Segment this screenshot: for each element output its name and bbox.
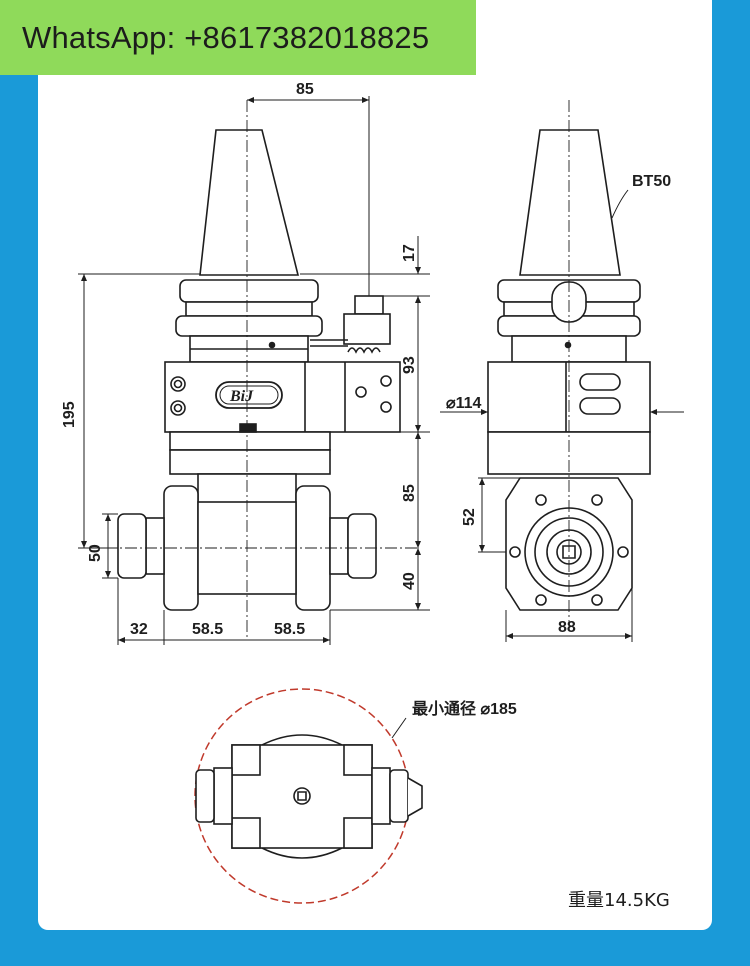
dim-collet-len: 32	[130, 621, 148, 638]
dim-spindle-offset: 40	[401, 572, 418, 590]
front-dimension-lines	[78, 96, 430, 645]
dim-housing-height: 93	[401, 356, 418, 374]
clearance-label: 最小通径 ⌀185	[412, 699, 517, 718]
weight-label: 重量14.5KG	[568, 890, 670, 911]
whatsapp-text: WhatsApp: +8617382018825	[22, 19, 430, 55]
dim-body-dia: ⌀114	[446, 395, 482, 412]
dim-collet-dia: 50	[87, 544, 104, 562]
front-centerlines	[105, 100, 420, 640]
dim-half-right: 58.5	[274, 621, 305, 638]
dim-height-total: 195	[61, 401, 78, 428]
front-view	[117, 129, 401, 611]
front-dimension-labels: 85 17 195 93 85 40 50 32 58.5 58.5 BiJ	[61, 81, 418, 638]
dim-half-left: 58.5	[192, 621, 223, 638]
dim-top-width: 85	[296, 81, 314, 98]
dim-lower-height: 85	[401, 484, 418, 502]
side-dimension-lines	[440, 189, 684, 642]
dim-nose-offset: 52	[461, 508, 478, 526]
dim-width: 88	[558, 619, 576, 636]
bottom-view: 最小通径 ⌀185	[194, 688, 517, 904]
dim-flange-gap: 17	[401, 244, 418, 262]
whatsapp-banner: WhatsApp: +8617382018825	[0, 0, 476, 75]
side-dimension-labels: BT50 ⌀114 52 88	[446, 173, 671, 636]
taper-label: BT50	[632, 173, 671, 190]
logo-text: BiJ	[229, 388, 254, 405]
